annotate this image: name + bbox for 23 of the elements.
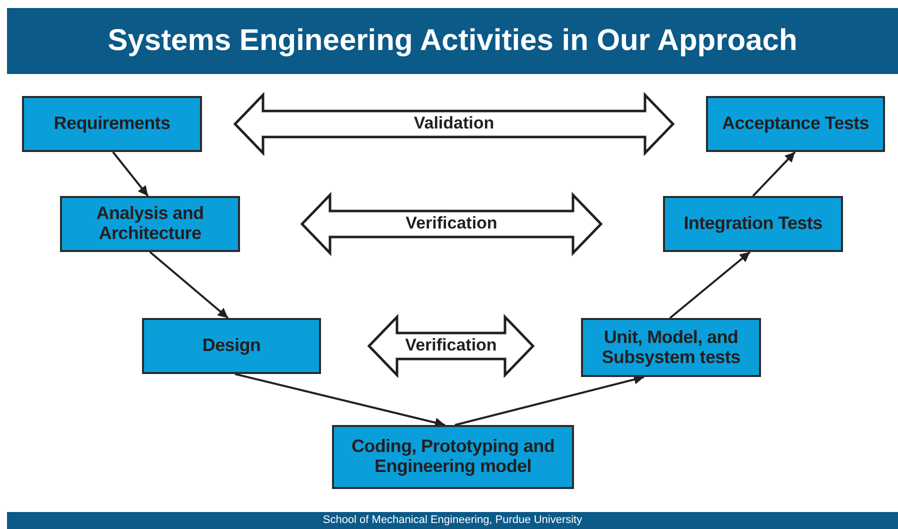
- node-text: Design: [202, 336, 261, 356]
- process-box: [332, 425, 574, 489]
- title-text: Systems Engineering Activities in Our Approach: [108, 24, 798, 58]
- footer-text: School of Mechanical Engineering, Purdue University: [322, 515, 582, 526]
- node-text: Requirements: [54, 114, 170, 134]
- node-text: Coding, Prototyping and Engineering model: [350, 437, 556, 477]
- process-box: [60, 196, 240, 252]
- process-box: [22, 96, 202, 152]
- process-box: [581, 318, 761, 377]
- arrow: [669, 251, 751, 319]
- node-text: Acceptance Tests: [722, 114, 869, 134]
- arrow: [149, 251, 229, 319]
- process-box: [706, 96, 885, 152]
- arrow: [234, 373, 446, 428]
- node-text: Integration Tests: [684, 214, 822, 234]
- node-text: Unit, Model, and Subsystem tests: [600, 328, 742, 368]
- process-box: [663, 196, 843, 252]
- arrow: [454, 374, 644, 426]
- process-box: [142, 318, 321, 374]
- double-block-arrow: [233, 92, 675, 156]
- node-text: Analysis and Architecture: [95, 204, 205, 244]
- arrow: [752, 151, 796, 197]
- arrow: [112, 151, 149, 197]
